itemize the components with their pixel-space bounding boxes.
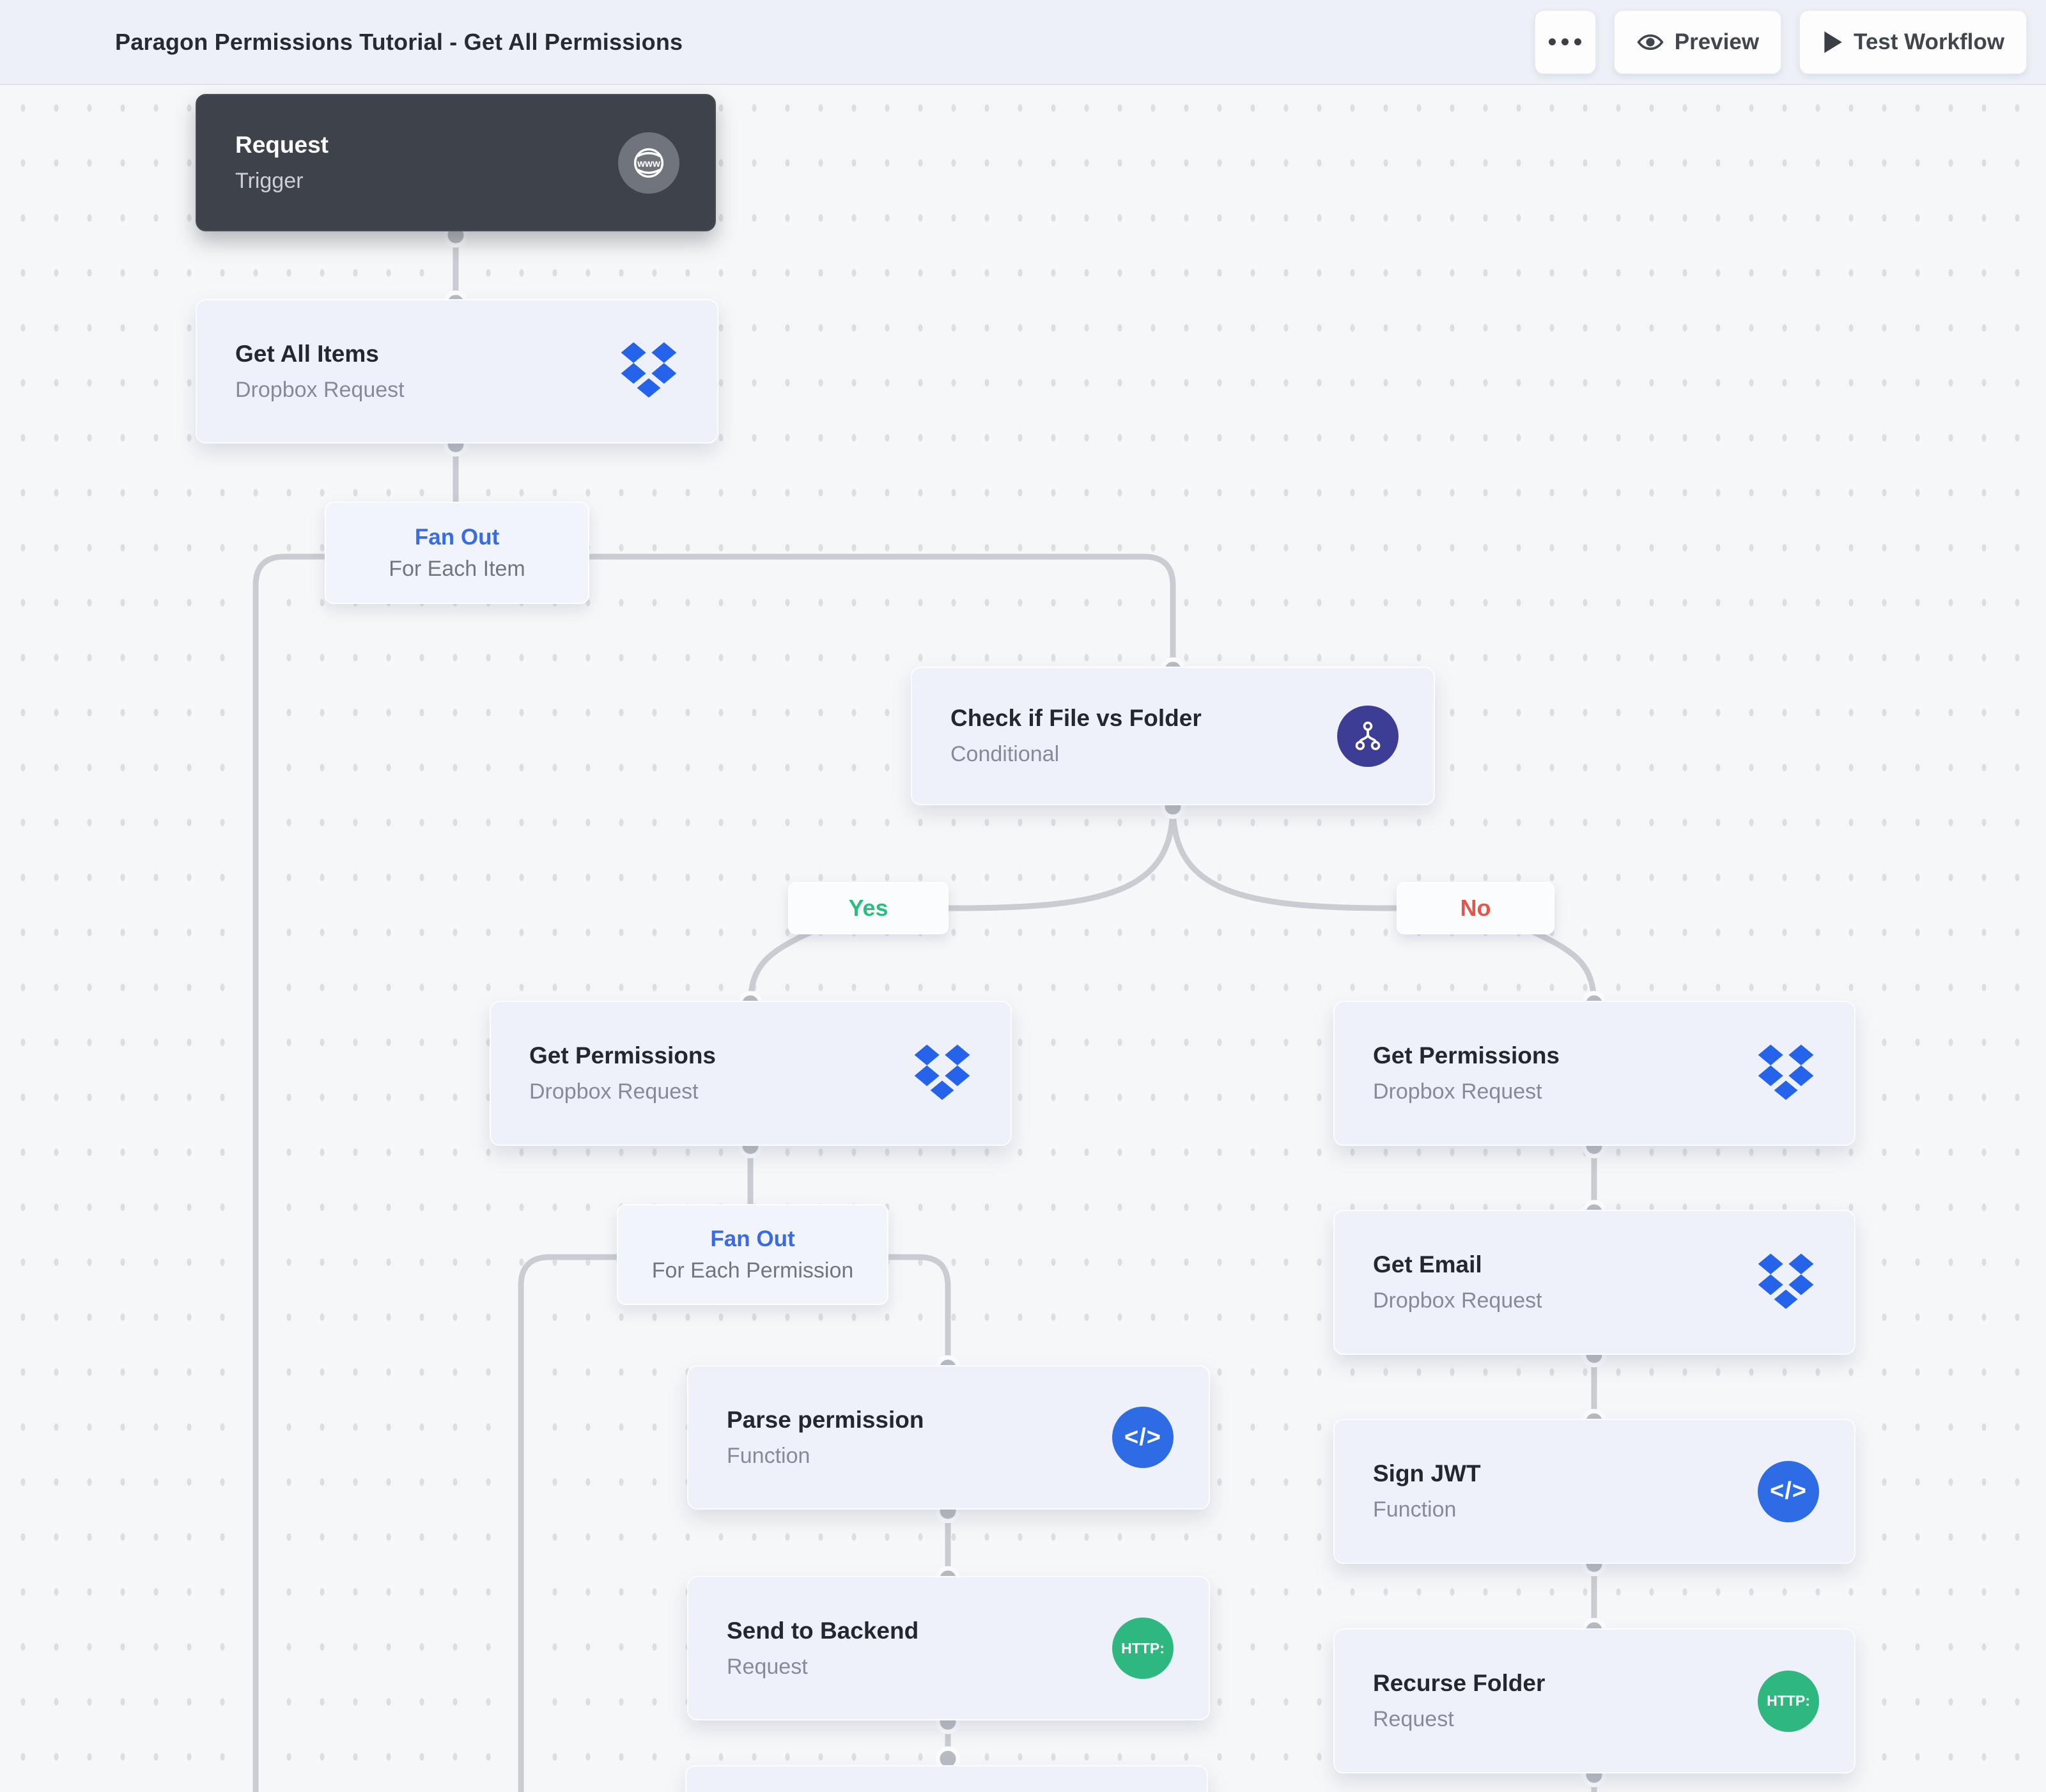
connector-check-to-yes <box>945 803 1176 911</box>
ellipsis-icon <box>1549 38 1556 45</box>
node-sign-jwt[interactable]: Sign JWT Function </> <box>1333 1419 1856 1564</box>
preview-button[interactable]: Preview <box>1613 10 1782 74</box>
test-workflow-button[interactable]: Test Workflow <box>1799 10 2027 74</box>
fanout-subtitle: For Each Permission <box>651 1258 854 1283</box>
branch-label-no[interactable]: No <box>1397 882 1554 934</box>
node-get-all-items[interactable]: Get All Items Dropbox Request <box>196 299 718 444</box>
node-title: Sign JWT <box>1373 1460 1481 1487</box>
node-partial-next[interactable] <box>685 1765 1208 1792</box>
svg-text:www: www <box>637 158 660 169</box>
connector-check-to-no <box>1170 803 1400 911</box>
http-icon: HTTP: <box>1758 1670 1819 1732</box>
code-icon: </> <box>1112 1407 1174 1468</box>
fanout-title: Fan Out <box>710 1226 795 1251</box>
top-bar-actions: Preview Test Workflow <box>1534 10 2027 74</box>
node-subtitle: Function <box>727 1443 810 1468</box>
connector-fanout2-loopback <box>518 1254 620 1792</box>
node-request-trigger[interactable]: Request Trigger www <box>196 94 716 231</box>
node-title: Parse permission <box>727 1406 924 1433</box>
dropbox-icon <box>1753 1252 1819 1313</box>
node-fanout-for-each-item[interactable]: Fan Out For Each Item <box>325 502 589 604</box>
dropbox-icon <box>909 1043 975 1104</box>
connector-fanout2-to-parse <box>885 1254 951 1374</box>
connector-fanout-loopback <box>252 553 328 1792</box>
node-recurse-folder[interactable]: Recurse Folder Request HTTP: <box>1333 1628 1856 1773</box>
node-subtitle: Dropbox Request <box>1373 1288 1542 1313</box>
node-title: Recurse Folder <box>1373 1670 1546 1696</box>
fanout-title: Fan Out <box>414 524 500 550</box>
play-icon <box>1824 31 1842 53</box>
node-subtitle: Conditional <box>950 742 1060 766</box>
node-subtitle: Request <box>1373 1707 1454 1731</box>
conditional-branch-icon <box>1337 705 1399 767</box>
dropbox-icon <box>1753 1043 1819 1104</box>
top-bar: Paragon Permissions Tutorial - Get All P… <box>0 0 2046 85</box>
http-icon: HTTP: <box>1112 1618 1174 1679</box>
code-icon: </> <box>1758 1460 1819 1522</box>
node-get-permissions-yes[interactable]: Get Permissions Dropbox Request <box>490 1001 1012 1146</box>
node-subtitle: Trigger <box>235 169 304 193</box>
connector-fanout-to-check <box>586 553 1176 676</box>
node-check-if-file-vs-folder[interactable]: Check if File vs Folder Conditional <box>911 667 1435 805</box>
node-get-permissions-no[interactable]: Get Permissions Dropbox Request <box>1333 1001 1856 1146</box>
branch-label-yes[interactable]: Yes <box>788 882 949 934</box>
fanout-subtitle: For Each Item <box>389 556 525 581</box>
eye-icon <box>1637 34 1664 50</box>
node-title: Get Email <box>1373 1251 1482 1278</box>
node-title: Get All Items <box>235 340 379 367</box>
node-fanout-for-each-permission[interactable]: Fan Out For Each Permission <box>617 1204 888 1305</box>
node-parse-permission[interactable]: Parse permission Function </> <box>687 1365 1210 1510</box>
more-options-button[interactable] <box>1534 10 1596 74</box>
node-title: Request <box>235 132 329 158</box>
node-title: Get Permissions <box>1373 1042 1560 1069</box>
node-send-to-backend[interactable]: Send to Backend Request HTTP: <box>687 1576 1210 1720</box>
node-subtitle: Dropbox Request <box>529 1079 699 1104</box>
node-title: Check if File vs Folder <box>950 705 1202 731</box>
globe-icon: www <box>618 132 679 194</box>
workflow-title: Paragon Permissions Tutorial - Get All P… <box>115 28 683 55</box>
node-subtitle: Dropbox Request <box>1373 1079 1542 1104</box>
node-get-email[interactable]: Get Email Dropbox Request <box>1333 1210 1856 1355</box>
node-subtitle: Function <box>1373 1497 1457 1522</box>
node-title: Send to Backend <box>727 1617 919 1644</box>
node-subtitle: Dropbox Request <box>235 377 405 402</box>
node-title: Get Permissions <box>529 1042 717 1069</box>
dropbox-icon <box>616 341 682 402</box>
node-subtitle: Request <box>727 1654 808 1679</box>
